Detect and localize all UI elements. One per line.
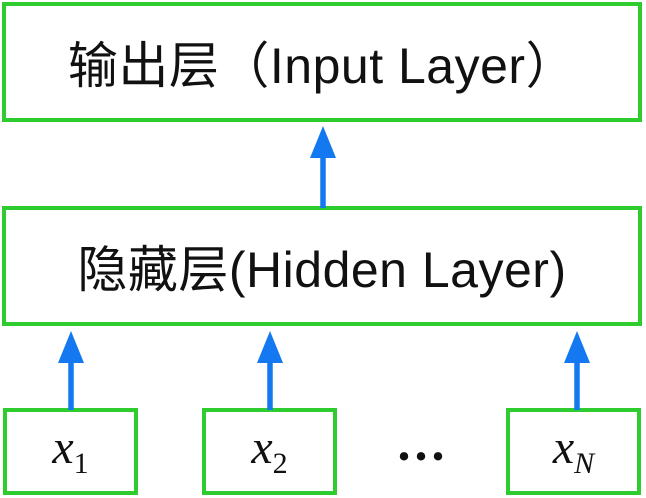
input-node-xn-box: xN — [506, 408, 641, 495]
arrow-hidden-to-output-icon — [310, 126, 336, 208]
input-node-xn-label: xN — [552, 421, 595, 480]
input-node-x1-box: x1 — [3, 408, 138, 495]
arrow-x2-to-hidden-icon — [257, 331, 283, 410]
hidden-layer-label: 隐藏层(Hidden Layer) — [77, 242, 567, 298]
input-node-x1-label: x1 — [52, 421, 89, 480]
output-layer-box: 输出层（Input Layer） — [2, 2, 642, 122]
arrow-x1-to-hidden-icon — [58, 331, 84, 410]
hidden-layer-box: 隐藏层(Hidden Layer) — [2, 206, 642, 326]
input-node-x2-box: x2 — [202, 408, 337, 495]
arrow-xn-to-hidden-icon — [564, 331, 590, 410]
input-node-x2-label: x2 — [251, 421, 288, 480]
input-nodes-ellipsis: ... — [397, 415, 449, 472]
output-layer-label: 输出层（Input Layer） — [67, 38, 577, 94]
